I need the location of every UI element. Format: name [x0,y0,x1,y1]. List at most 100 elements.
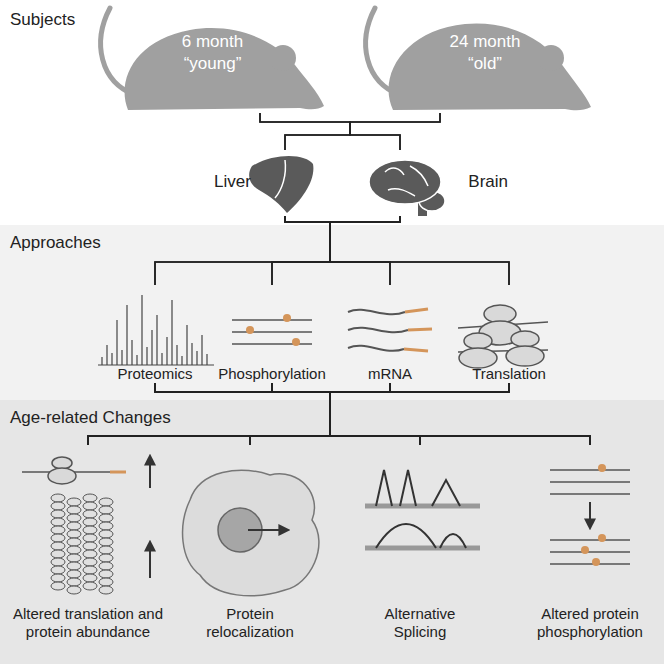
section-heading: Subjects [10,10,75,30]
translation-change-icon [51,542,65,550]
translation-change-icon [51,526,65,534]
translation-change-icon [51,494,65,502]
translation-change-icon [48,468,76,484]
mass-spectrum-icon [116,320,117,365]
translation-change-icon [83,582,97,590]
translation-change-icon [83,550,97,558]
translation-change-icon [67,554,81,562]
mrna-icon [404,349,428,351]
translation-change-icon [99,498,113,506]
ribosome-icon [506,346,544,366]
translation-change-icon [67,522,81,530]
mass-spectrum-icon [146,347,147,365]
tree-connector [285,113,440,150]
cell-icon [183,470,319,595]
method-node: Altered protein phosphorylation [525,445,655,641]
translation-change-icon [51,582,65,590]
tree-connector [260,113,350,150]
translation-change-icon [99,514,113,522]
translation-change-icon [110,471,126,474]
translation-change-icon [99,562,113,570]
translation-change-icon [83,534,97,542]
phospho-icon [232,319,312,321]
phospho-change-icon [589,502,591,528]
tree-connector [350,113,440,150]
mass-spectrum-icon [171,300,172,365]
brain-icon [385,166,428,196]
phospho-change-icon [550,551,630,553]
translation-change-icon [51,518,65,526]
mass-spectrum-icon [181,356,182,365]
method-node: Phosphorylation [207,285,337,383]
translation-change-icon [83,558,97,566]
node-label: “old” [365,53,605,75]
phospho-change-icon [550,539,630,541]
translation-change-icon [83,518,97,526]
translation-change-icon [67,586,81,594]
translation-change-icon [67,530,81,538]
translation-change-icon [67,506,81,514]
mass-spectrum-icon [131,340,132,365]
mass-spectrum-icon [111,353,112,365]
node-label: Brain [362,172,508,192]
node-label: Translation [445,365,573,383]
liver-icon [275,160,285,198]
node-label: Altered translation and protein abundanc… [8,605,168,641]
translation-change-icon [99,538,113,546]
translation-change-icon [99,586,113,594]
translation-change-icon [51,566,65,574]
ribosome-icon [511,331,539,347]
section-heading: Age-related Changes [10,408,664,428]
node-label: 24 month [365,31,605,53]
translation-change-icon [83,510,97,518]
node-label: mRNA [345,365,435,383]
mass-spectrum-icon [141,295,142,365]
splicing-icon [365,546,480,551]
node-label: Liver [214,172,316,192]
translation-change-icon [99,530,113,538]
translation-change-icon [99,506,113,514]
translation-change-icon [83,542,97,550]
phospho-change-icon [581,546,589,554]
phospho-change-icon [598,534,606,542]
mass-spectrum-icon [176,345,177,365]
cell-icon [248,529,288,531]
phospho-change-icon [598,464,606,472]
phospho-icon [292,338,300,346]
phospho-icon [246,326,254,334]
translation-change-icon [67,570,81,578]
translation-change-icon [99,578,113,586]
phospho-icon [283,314,291,322]
phospho-change-icon [550,563,630,565]
translation-change-icon [83,526,97,534]
node-label: Alternative Splicing [370,605,470,641]
translation-change-icon [51,574,65,582]
phospho-change-icon [550,493,630,495]
translation-change-icon [51,534,65,542]
translation-change-icon [99,570,113,578]
section-heading: Approaches [10,233,664,253]
node-label: Phosphorylation [207,365,337,383]
liver-icon [249,156,313,213]
mass-spectrum-icon [191,343,192,365]
mass-spectrum-icon [106,345,107,365]
translation-change-icon [67,546,81,554]
translation-change-icon [83,502,97,510]
mrna-icon [408,329,432,330]
mass-spectrum-icon [156,315,157,365]
mass-spectrum-icon [101,357,102,365]
node-label: Altered protein phosphorylation [525,605,655,641]
mass-spectrum-icon [196,351,197,365]
mass-spectrum-icon [206,354,207,365]
translation-change-icon [67,538,81,546]
ribosome-icon [464,333,492,349]
translation-change-icon [67,498,81,506]
phospho-change-icon [550,481,630,483]
liver-icon [249,156,313,213]
mass-spectrum-icon [151,330,152,365]
node-label: 6 month [100,31,325,53]
phospho-icon [232,343,312,345]
